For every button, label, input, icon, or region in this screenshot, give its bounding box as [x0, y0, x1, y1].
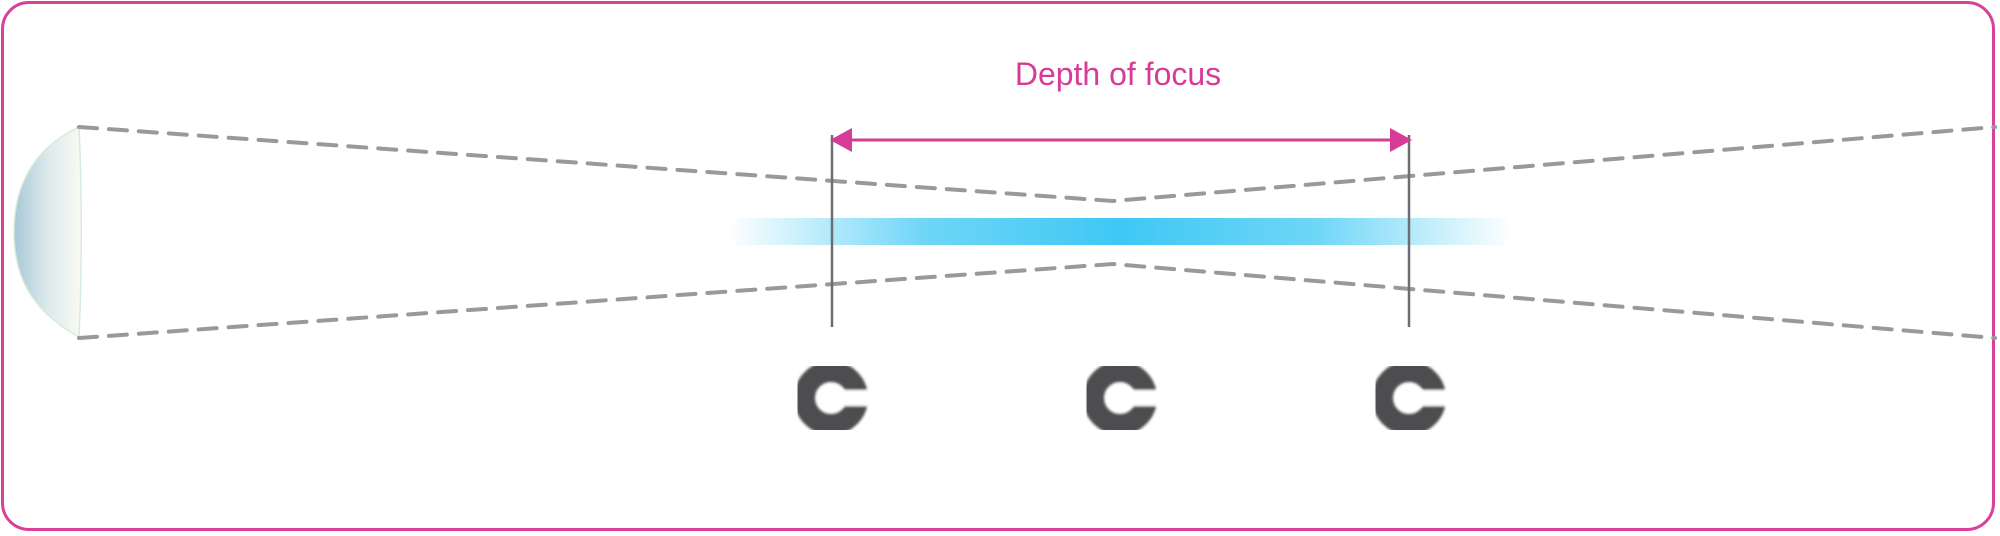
light-rays	[77, 125, 1997, 340]
depth-of-focus-label: Depth of focus	[1014, 56, 1222, 92]
lower-ray	[77, 261, 1997, 340]
optotype-c-near	[794, 361, 871, 435]
focus-beam	[728, 218, 1512, 245]
upper-ray	[77, 125, 1997, 204]
optotype-c-middle	[1083, 361, 1160, 435]
optotype-c-far	[1372, 361, 1449, 435]
lens	[13, 125, 82, 339]
arrowhead-left-icon	[830, 128, 852, 152]
arrowhead-right-icon	[1390, 128, 1412, 152]
depth-arrow	[830, 128, 1412, 152]
